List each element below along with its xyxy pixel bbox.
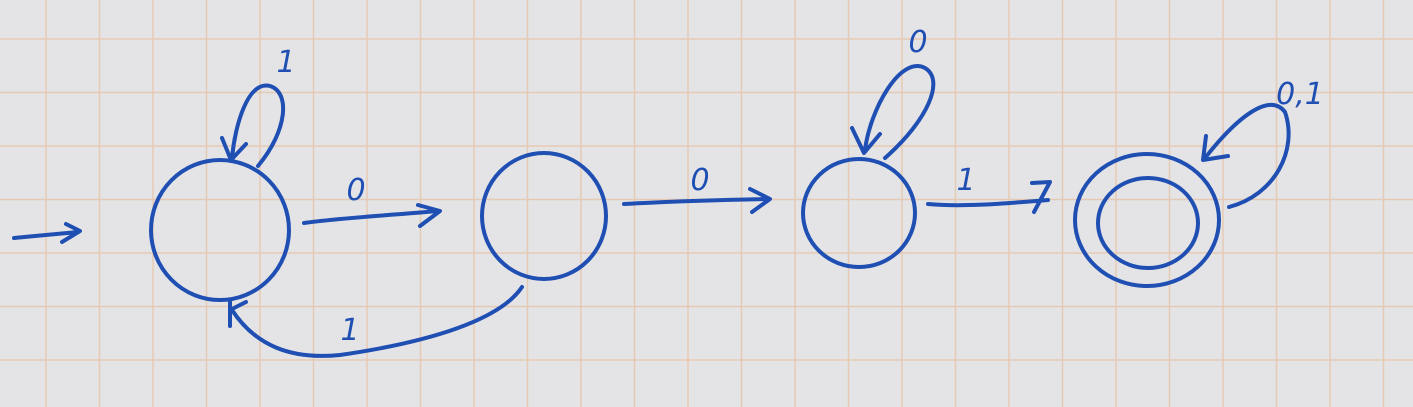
label-q0-q0: 1 (276, 45, 295, 80)
label-q1-q2: 0 (690, 163, 709, 198)
state-q3-inner-ring (1096, 176, 1200, 270)
state-q1 (480, 151, 608, 281)
state-q3-outer-ring (1073, 152, 1221, 288)
label-q1-q0: 1 (340, 313, 359, 348)
transition-q3-q3-loop (1201, 102, 1291, 209)
initial-arrow (12, 222, 82, 244)
transition-q1-q2-arrow (622, 187, 772, 214)
state-q3-accepting (1073, 152, 1221, 288)
label-q0-q1: 0 (346, 173, 365, 208)
transition-q0-q0-loop (220, 83, 286, 168)
state-q0 (149, 158, 291, 302)
transition-q0-q1-arrow (302, 203, 442, 228)
transition-q2-q2-loop (850, 64, 936, 160)
transition-q2-q3-arrow (926, 180, 1052, 214)
state-q2 (801, 157, 917, 269)
label-q2-q2: 0 (908, 25, 927, 60)
label-q3-q3: 0,1 (1276, 77, 1324, 112)
label-q2-q3: 1 (956, 163, 975, 198)
transition-q1-q0-curve (228, 285, 524, 358)
